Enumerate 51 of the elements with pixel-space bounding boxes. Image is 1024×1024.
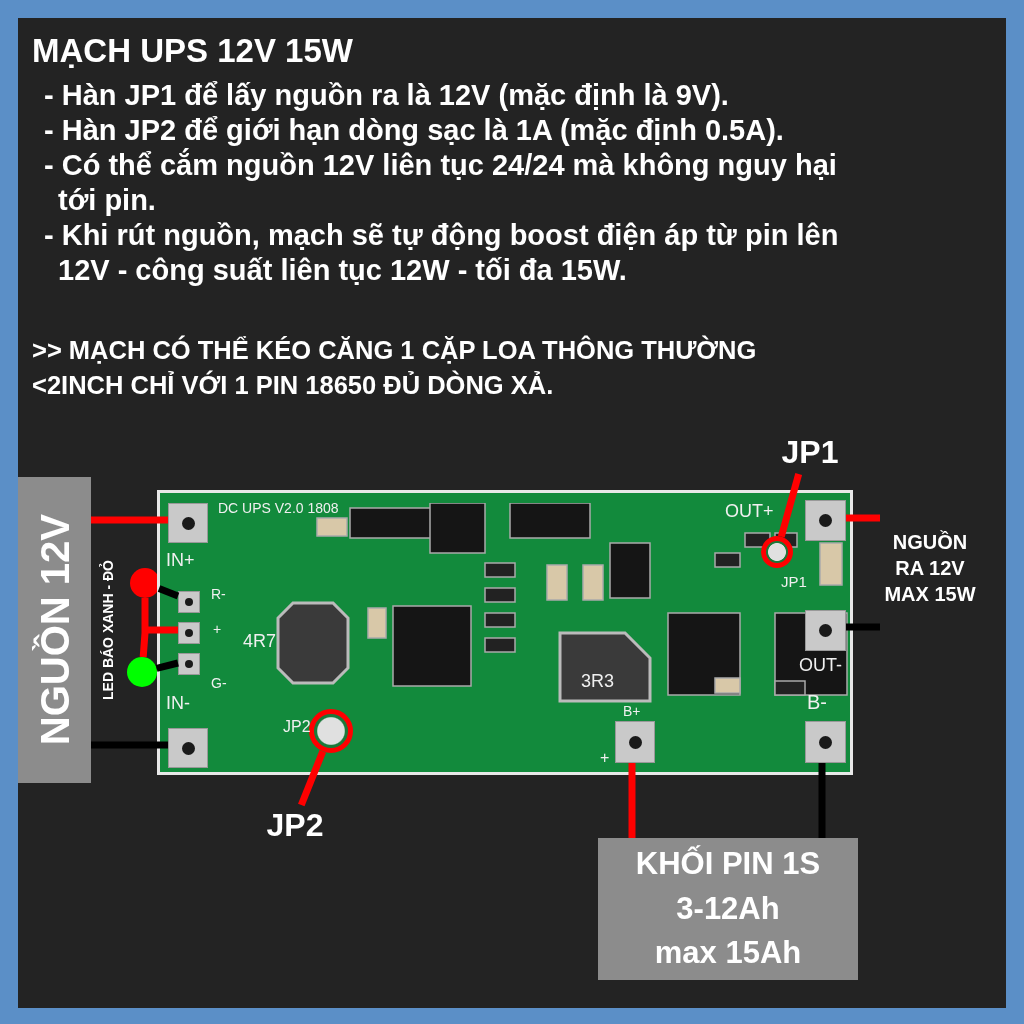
leader-line	[846, 623, 880, 631]
solder-pad	[805, 721, 846, 763]
callout-text: KHỐI PIN 1S	[635, 844, 821, 883]
callout-text: JP1	[776, 432, 844, 474]
solder-pad	[178, 622, 200, 644]
silkscreen-text: B+	[623, 703, 641, 719]
bullet-text: - Khi rút nguồn, mạch sẽ tự động boost điện áp từ pin lên 12V - công suất liên tục 12W - tối đa 15W.	[43, 218, 840, 288]
bullet-text: - Hàn JP2 để giới hạn dòng sạc là 1A (mặc định 0.5A).	[43, 113, 785, 148]
jumper-pad	[309, 709, 353, 753]
silkscreen-text: B-	[807, 691, 827, 714]
silkscreen-text: 3R3	[581, 671, 615, 692]
leader-line	[91, 741, 168, 749]
solder-pad	[805, 610, 846, 651]
label-panel	[18, 477, 91, 783]
solder-pad	[805, 500, 846, 541]
callout-text: max 15Ah	[654, 934, 802, 973]
bullet-text: - Có thể cắm nguồn 12V liên tục 24/24 mà không nguy hại tới pin.	[43, 148, 838, 218]
solder-pad	[168, 503, 208, 543]
silkscreen-text: G-	[211, 675, 227, 691]
solder-pad	[168, 728, 208, 768]
silkscreen-text: OUT+	[725, 501, 774, 522]
silkscreen-text: IN+	[166, 550, 195, 571]
silkscreen-text: +	[213, 621, 222, 637]
callout-text: NGUỒN RA 12V MAX 15W	[880, 505, 980, 640]
callout-text: 3-12Ah	[676, 889, 780, 928]
circuit-board	[157, 490, 853, 775]
jumper-pad	[761, 536, 793, 568]
silkscreen-text: +	[600, 749, 610, 767]
silkscreen-text: OUT-	[799, 655, 842, 676]
silkscreen-text: JP1	[781, 573, 807, 590]
solder-pad	[178, 653, 200, 675]
silkscreen-text: DC UPS V2.0 1808	[218, 500, 339, 516]
annotation-text: LED BÁO XANH - ĐỎ	[100, 560, 116, 700]
callout-text: JP2	[260, 805, 330, 849]
silkscreen-text: JP2	[283, 718, 311, 736]
leader-line	[628, 763, 636, 838]
leader-line	[818, 763, 826, 838]
bullet-text: - Hàn JP1 để lấy nguồn ra là 12V (mặc định là 9V).	[43, 78, 730, 113]
leader-line	[91, 516, 168, 524]
note-text: >> MẠCH CÓ THỂ KÉO CĂNG 1 CẶP LOA THÔNG THƯỜNG <2INCH CHỈ VỚI 1 PIN 18650 ĐỦ DÒNG XẢ.	[32, 334, 758, 401]
silkscreen-text: 4R7	[243, 631, 277, 652]
solder-pad	[178, 591, 200, 613]
silkscreen-text: R-	[211, 586, 226, 602]
title: MẠCH UPS 12V 15W	[32, 32, 353, 70]
silkscreen-text: IN-	[166, 693, 190, 714]
leader-line	[157, 585, 180, 600]
callout-text: NGUỒN 12V	[31, 514, 78, 746]
leader-line	[298, 750, 327, 807]
solder-pad	[615, 721, 655, 763]
leader-line	[155, 659, 179, 672]
label-panel	[598, 838, 858, 980]
